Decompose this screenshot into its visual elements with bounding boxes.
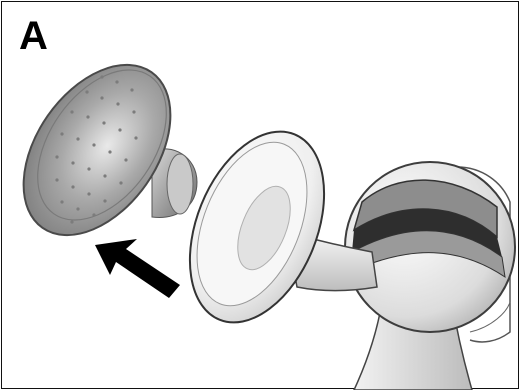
massage-cushion-icon — [2, 38, 201, 262]
breast-shield-icon — [164, 112, 377, 342]
arrow-up-left-icon — [95, 239, 180, 298]
